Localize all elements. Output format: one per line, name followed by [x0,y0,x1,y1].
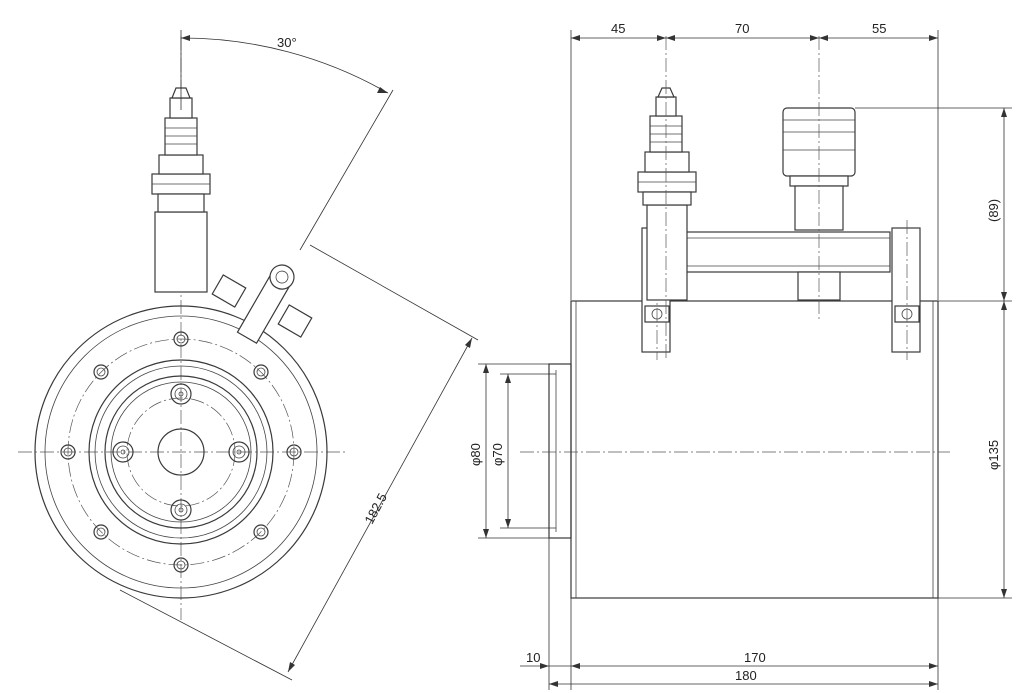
inner-bolt-circle [126,397,236,507]
dim-180: 180 [735,668,757,683]
side-view: 45 70 55 (89) φ135 [468,21,1012,690]
dim-45: 45 [611,21,625,36]
dim-phi80: φ80 [468,443,483,466]
connector [782,36,856,320]
seal-ring-inner [94,365,268,539]
angle-label: 30° [277,35,297,50]
inner-bolt-heads [112,383,250,521]
small-ports [211,274,313,338]
vertical-fitting [151,87,211,293]
inner-plate-inner [110,381,252,523]
dim-phi70: φ70 [490,443,505,466]
right-clamp [891,220,921,360]
height-dimension: (89) [855,107,1012,302]
cylinder-body [570,300,939,599]
angled-fitting [236,264,295,345]
dim-phi135: φ135 [986,440,1001,470]
angle-dimension: 30° [180,30,394,251]
inner-plate-outer [104,375,258,529]
boss-diameter-dimensions: φ80 φ70 [468,363,556,539]
outer-bolt-holes [60,331,302,573]
end-view: 30° 182.5 [18,30,479,681]
dim-89: (89) [986,199,1001,222]
dim-70: 70 [735,21,749,36]
bolt-circle [67,338,295,566]
flange-inner-circle [44,315,318,589]
bottom-dimensions: 10 170 180 [520,538,939,690]
radius-label: 182.5 [361,491,390,527]
dim-10: 10 [526,650,540,665]
diameter-135-dimension: φ135 [938,301,1012,599]
top-dimensions: 45 70 55 [570,21,939,300]
center-bore [157,428,205,476]
manifold-pipe [671,231,891,273]
dim-55: 55 [872,21,886,36]
side-vertical-fitting [637,36,697,360]
seal-ring-outer [88,359,274,545]
front-boss [548,363,572,539]
dim-170: 170 [744,650,766,665]
outer-flange-circle [34,305,328,599]
